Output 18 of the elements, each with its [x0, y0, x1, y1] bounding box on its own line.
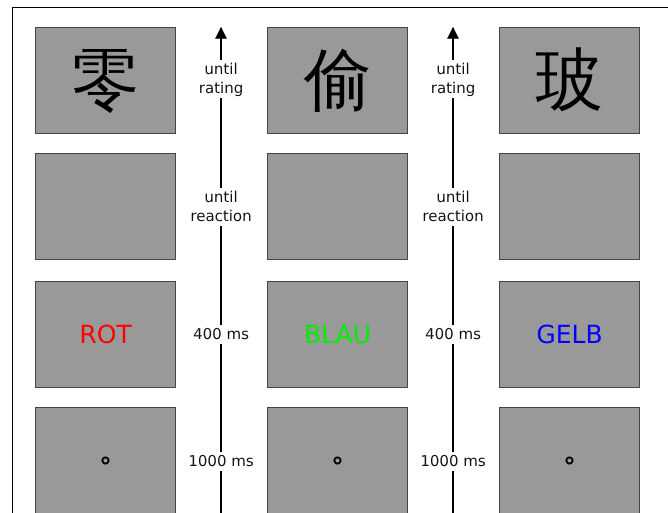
character-stimulus: 玻: [536, 46, 604, 114]
stimulus-screen: [499, 281, 640, 388]
color-word: GELB: [536, 320, 603, 349]
stimulus-screen: [35, 281, 176, 388]
stimulus-screen: [499, 153, 640, 260]
color-word: ROT: [79, 320, 132, 349]
stimulus-screen: [267, 281, 408, 388]
stimulus-screen: [267, 407, 408, 513]
stimulus-screen: [35, 407, 176, 513]
stimulus-screen: [267, 27, 408, 134]
stimulus-screen: [267, 153, 408, 260]
stimulus-screen: [499, 407, 640, 513]
stimulus-screen: [35, 153, 176, 260]
character-stimulus: 偷: [304, 46, 372, 114]
character-stimulus: 零: [72, 46, 140, 114]
stimulus-screen: [35, 27, 176, 134]
color-word: BLAU: [304, 320, 372, 349]
stimulus-screen: [499, 27, 640, 134]
